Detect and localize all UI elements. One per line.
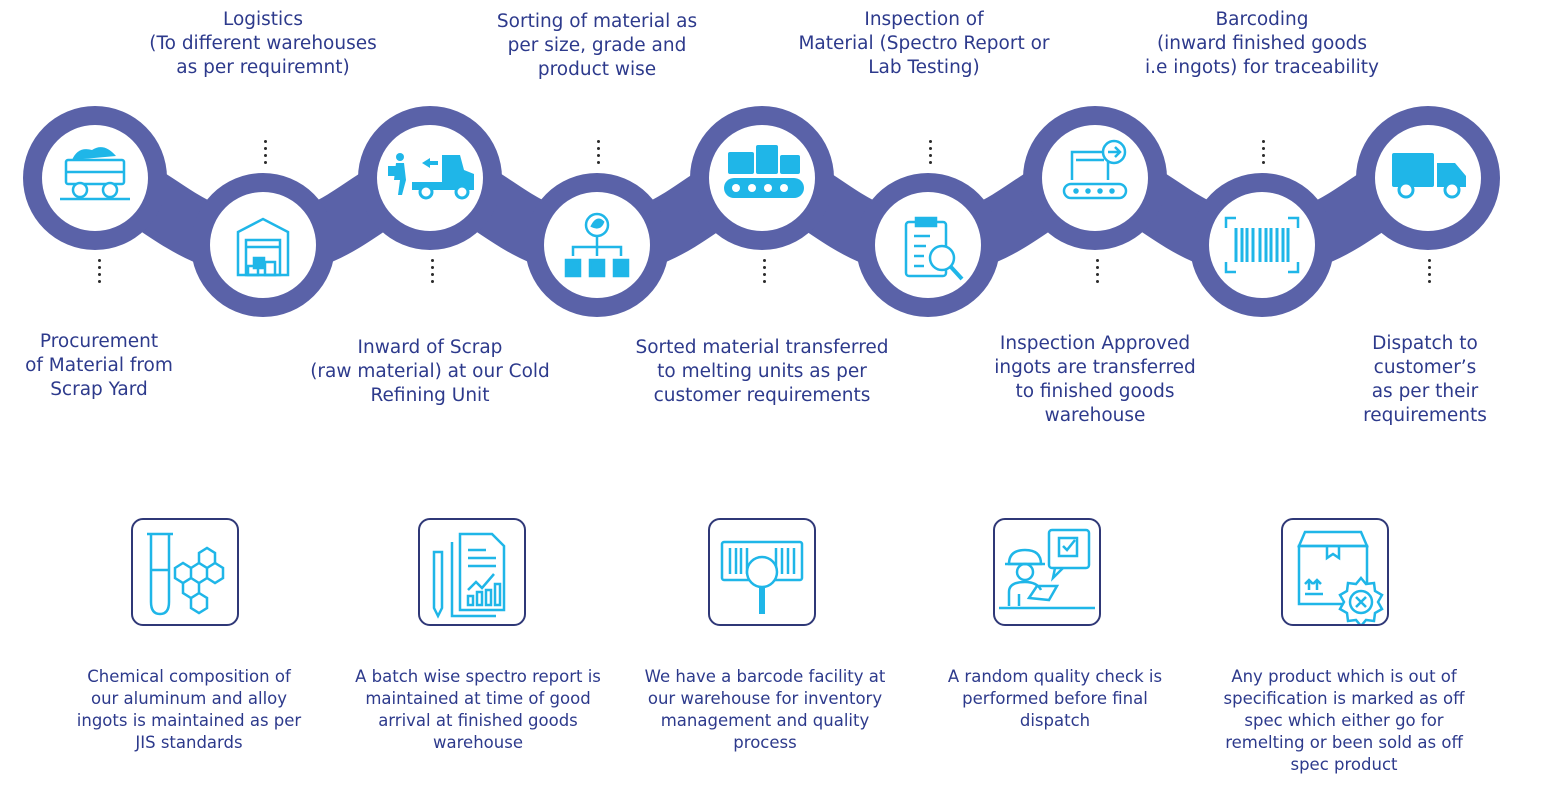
step-label-barcoding: Barcoding (inward finished goods i.e ing… xyxy=(1145,9,1379,78)
connector-dots-3 xyxy=(430,259,434,287)
inspector-checklist-icon xyxy=(999,528,1095,610)
dispatch-truck-icon xyxy=(1392,153,1466,199)
connector-dots-9 xyxy=(1427,259,1431,287)
conveyor-boxes-icon xyxy=(724,145,804,198)
connector-dots-8 xyxy=(1261,140,1265,168)
conveyor-transfer-icon xyxy=(1062,139,1128,200)
warehouse-icon xyxy=(236,217,290,277)
connector-dots-2 xyxy=(263,140,267,168)
quality-text-spectro-report: A batch wise spectro report is maintaine… xyxy=(355,667,601,752)
rejected-box-icon xyxy=(1297,530,1384,624)
connector-dots-7 xyxy=(1095,259,1099,287)
step-label-dispatch: Dispatch to customer’s as per their requ… xyxy=(1363,333,1487,426)
connector-dots-4 xyxy=(596,140,600,168)
quality-box-chemical xyxy=(131,518,239,626)
step-label-procurement: Procurement of Material from Scrap Yard xyxy=(25,331,173,400)
step-label-approved-ingots: Inspection Approved ingots are transferr… xyxy=(994,333,1196,426)
test-tube-molecule-icon xyxy=(147,532,225,616)
process-flow-track xyxy=(23,106,1500,317)
connector-dots-1 xyxy=(97,259,101,287)
connector-dots-6 xyxy=(928,140,932,168)
step-label-transfer-to-melting: Sorted material transferred to melting u… xyxy=(635,337,889,406)
quality-box-random-check xyxy=(993,518,1101,626)
mining-cart-icon xyxy=(60,147,130,201)
connector-dots-5 xyxy=(762,259,766,287)
barcode-scan-icon xyxy=(1224,216,1300,274)
clipboard-inspection-icon xyxy=(904,216,964,281)
barcode-magnifier-icon xyxy=(720,540,804,614)
quality-text-barcode-facility: We have a barcode facility at our wareho… xyxy=(644,667,886,752)
quality-box-off-spec xyxy=(1281,518,1389,626)
step-label-inward-of-scrap: Inward of Scrap (raw material) at our Co… xyxy=(310,337,550,406)
quality-box-spectro-report xyxy=(418,518,526,626)
step-label-logistics: Logistics (To different warehouses as pe… xyxy=(149,9,377,78)
report-chart-icon xyxy=(432,532,506,619)
quality-text-chemical: Chemical composition of our aluminum and… xyxy=(76,667,302,752)
quality-text-off-spec: Any product which is out of specificatio… xyxy=(1223,667,1465,774)
sorting-bins-icon xyxy=(564,212,630,278)
quality-text-random-check: A random quality check is performed befo… xyxy=(947,667,1163,730)
quality-box-barcode-facility xyxy=(708,518,816,626)
step-label-sorting: Sorting of material as per size, grade a… xyxy=(496,11,698,80)
delivery-truck-icon xyxy=(388,153,474,200)
step-label-inspection: Inspection of Material (Spectro Report o… xyxy=(798,9,1050,78)
